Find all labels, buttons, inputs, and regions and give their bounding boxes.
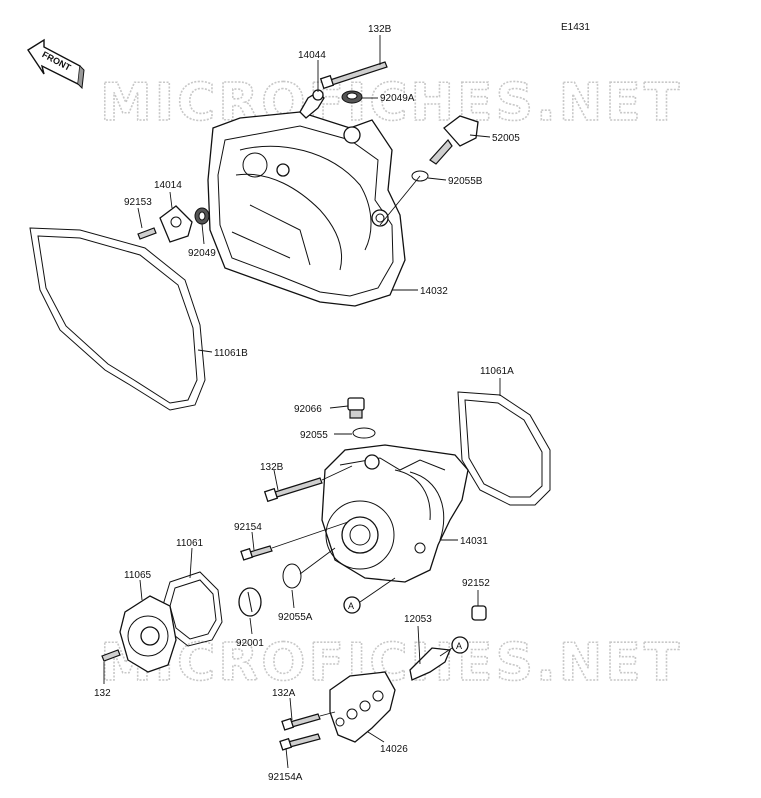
svg-text:A: A [348,601,354,611]
label-92055: 92055 [300,430,328,441]
label-92152: 92152 [462,578,490,589]
label-92153: 92153 [124,197,152,208]
cover-11065 [119,595,177,673]
label-92001: 92001 [236,638,264,649]
diagram-code: E1431 [561,22,590,33]
label-14044: 14044 [298,50,326,61]
gasket-11061A [457,391,551,506]
svg-text:A: A [456,641,462,651]
front-arrow-icon: FRONT [27,38,85,90]
label-132B-top: 132B [368,24,392,35]
bolt-92153 [137,227,157,240]
callout-A-2: A [451,636,469,654]
leader-lines [103,35,501,769]
label-11065: 11065 [124,570,152,581]
label-132B-mid: 132B [260,462,284,473]
guide-14026 [329,671,396,743]
gasket-11061B [29,227,206,411]
label-52005: 52005 [492,133,520,144]
bolt-132 [101,649,121,662]
label-12053: 12053 [404,614,432,625]
label-92154A: 92154A [268,772,303,783]
label-11061: 11061 [176,538,204,549]
label-14014: 14014 [154,180,182,191]
clutch-cover-14032 [207,111,406,307]
label-132: 132 [94,688,111,699]
collar-92152 [471,605,487,621]
cover-14031 [321,444,469,583]
callout-A-1: A [343,596,361,614]
bolt-92154A [287,733,321,748]
label-11061A: 11061A [480,366,514,377]
bolt-132A [289,713,321,728]
label-14031: 14031 [460,536,488,547]
oring-92055 [352,427,376,439]
label-92055A: 92055A [278,612,313,623]
label-14026: 14026 [380,744,408,755]
label-92154: 92154 [234,522,262,533]
label-132A: 132A [272,688,296,699]
label-92049A: 92049A [380,93,415,104]
plug-92066 [347,397,365,419]
watermark-top: MICROFICHES.NET [100,73,682,133]
label-11061B: 11061B [214,348,248,359]
label-14032: 14032 [420,286,448,297]
plate-14014 [159,205,193,243]
oring-92055A [282,563,302,589]
dipstick-52005 [429,115,479,165]
bolt-132B-mid [274,477,323,498]
label-92049: 92049 [188,248,216,259]
oring-92055B [411,170,429,182]
label-92066: 92066 [294,404,322,415]
label-92055B: 92055B [448,176,483,187]
